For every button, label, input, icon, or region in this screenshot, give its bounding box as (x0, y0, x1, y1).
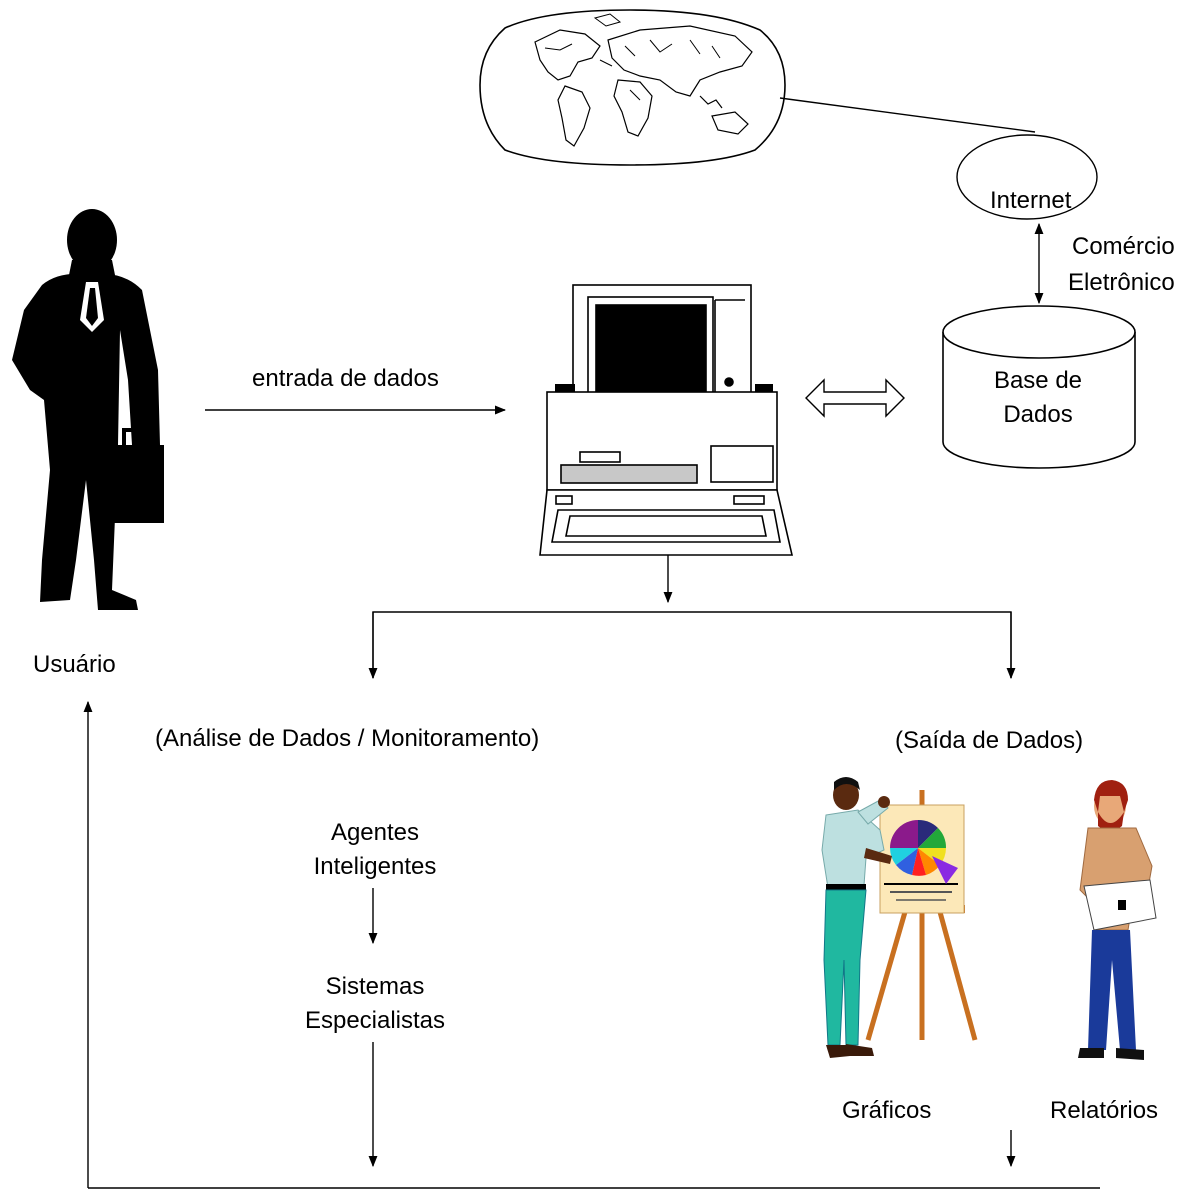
world-map-icon (479, 9, 786, 166)
user-label: Usuário (33, 651, 116, 678)
expert-systems-label-line2: Especialistas (304, 1007, 446, 1034)
man-holding-report-icon (1078, 780, 1157, 1060)
desktop-computer-icon (539, 284, 794, 556)
database-cylinder (942, 305, 1136, 469)
analysis-label: (Análise de Dados / Monitoramento) (155, 725, 540, 752)
agents-label-line2: Inteligentes (313, 853, 437, 880)
businessman-silhouette-icon (12, 209, 164, 610)
ecommerce-label-line2: Eletrônico (1068, 269, 1175, 296)
reports-label: Relatórios (1050, 1097, 1159, 1124)
data-entry-label: entrada de dados (252, 365, 439, 392)
presenter-with-pie-chart-icon (821, 777, 978, 1058)
database-label-line1: Base de (993, 367, 1083, 394)
internet-label: Internet (990, 187, 1072, 214)
charts-label: Gráficos (842, 1097, 932, 1124)
ecommerce-label-line1: Comércio (1072, 233, 1175, 260)
internet-cloud (956, 134, 1098, 220)
computer-database-link (805, 378, 905, 418)
database-label-line2: Dados (1003, 401, 1073, 428)
expert-systems-label-line1: Sistemas (325, 973, 425, 1000)
output-label: (Saída de Dados) (895, 727, 1084, 754)
agents-label-line1: Agentes (330, 819, 420, 846)
